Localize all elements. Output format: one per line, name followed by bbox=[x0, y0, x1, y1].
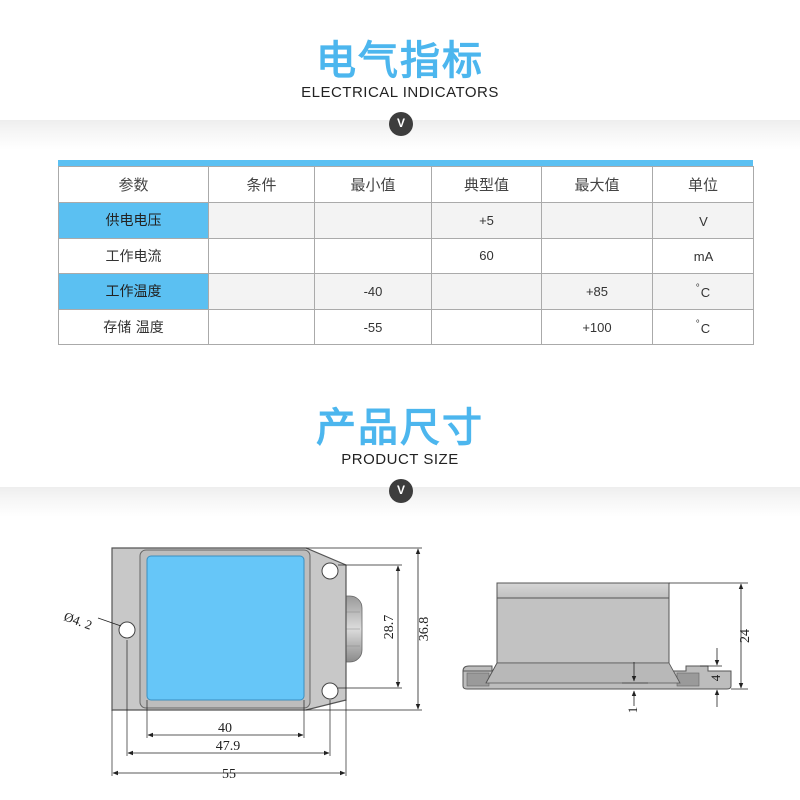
header-condition: 条件 bbox=[208, 166, 315, 203]
unit-cell: V bbox=[652, 202, 754, 239]
condition-cell bbox=[208, 273, 315, 310]
dim-24-label: 24 bbox=[738, 629, 753, 643]
dim-47-9-label: 47.9 bbox=[216, 739, 241, 754]
spec-table: 参数 条件 最小值 典型值 最大值 单位 供电电压 +5 V 工作电流 60 m… bbox=[58, 166, 754, 346]
dim-4-label: 4 bbox=[708, 674, 723, 681]
side-view: 24 4 1 bbox=[462, 582, 753, 714]
spec-table-container: 参数 条件 最小值 典型值 最大值 单位 供电电压 +5 V 工作电流 60 m… bbox=[58, 160, 754, 346]
param-cell: 工作电流 bbox=[58, 237, 209, 275]
top-view: Ø4. 2 40 47.9 55 28.7 36.8 bbox=[62, 547, 432, 782]
unit-text: V bbox=[699, 213, 708, 229]
min-cell: -40 bbox=[314, 273, 432, 310]
unit-text: C bbox=[700, 284, 711, 300]
min-cell: -55 bbox=[314, 308, 432, 346]
header-unit: 单位 bbox=[652, 166, 754, 203]
param-cell: 供电电压 bbox=[58, 202, 209, 239]
table-header-row: 参数 条件 最小值 典型值 最大值 单位 bbox=[58, 166, 754, 203]
dim-1-label: 1 bbox=[625, 707, 640, 714]
unit-text: mA bbox=[693, 249, 714, 265]
typ-cell: +5 bbox=[431, 202, 542, 239]
electrical-section-title: 电气指标 bbox=[316, 38, 484, 84]
max-cell: +100 bbox=[541, 308, 653, 346]
cable-gland-base bbox=[312, 599, 334, 659]
max-cell bbox=[541, 237, 653, 275]
cable-gland-nut bbox=[327, 595, 363, 663]
min-cell bbox=[314, 202, 432, 239]
mount-hole bbox=[321, 562, 339, 580]
typ-cell bbox=[431, 308, 542, 346]
degree-mark: ° bbox=[695, 282, 700, 294]
mount-hole bbox=[321, 682, 339, 700]
electrical-section-subtitle: ELECTRICAL INDICATORS bbox=[301, 84, 499, 101]
min-cell bbox=[314, 237, 432, 275]
typ-cell bbox=[431, 273, 542, 310]
product-section-subtitle: PRODUCT SIZE bbox=[341, 451, 459, 468]
chevron-down-icon[interactable]: V bbox=[389, 479, 413, 503]
table-row: 工作电流 60 mA bbox=[58, 237, 754, 275]
mount-hole bbox=[118, 621, 136, 639]
max-cell: +85 bbox=[541, 273, 653, 310]
table-row: 存储 温度 -55 +100 °C bbox=[58, 308, 754, 346]
product-section-title: 产品尺寸 bbox=[316, 405, 484, 451]
header-min: 最小值 bbox=[314, 166, 432, 203]
header-max: 最大值 bbox=[541, 166, 653, 203]
unit-cell: °C bbox=[652, 308, 754, 346]
blue-panel bbox=[146, 555, 305, 701]
dim-36-8-label: 36.8 bbox=[417, 617, 432, 642]
degree-mark: ° bbox=[695, 318, 700, 330]
unit-text: C bbox=[700, 320, 711, 336]
max-cell bbox=[541, 202, 653, 239]
dim-55-label: 55 bbox=[222, 767, 236, 782]
typ-cell: 60 bbox=[431, 237, 542, 275]
table-accent-bar bbox=[58, 160, 753, 166]
condition-cell bbox=[208, 237, 315, 275]
table-row: 工作温度 -40 +85 °C bbox=[58, 273, 754, 310]
housing-outline bbox=[111, 547, 347, 711]
param-cell: 存储 温度 bbox=[58, 308, 209, 346]
hole-diameter-label: Ø4. 2 bbox=[62, 609, 94, 633]
table-row: 供电电压 +5 V bbox=[58, 202, 754, 239]
dim-28-7-label: 28.7 bbox=[382, 615, 397, 640]
chevron-down-icon[interactable]: V bbox=[389, 112, 413, 136]
header-param: 参数 bbox=[58, 166, 209, 203]
side-lid bbox=[496, 582, 670, 599]
header-typ: 典型值 bbox=[431, 166, 542, 203]
housing-recess bbox=[139, 549, 311, 709]
unit-cell: °C bbox=[652, 273, 754, 310]
condition-cell bbox=[208, 308, 315, 346]
unit-cell: mA bbox=[652, 237, 754, 275]
side-body bbox=[496, 582, 670, 664]
condition-cell bbox=[208, 202, 315, 239]
dim-40-label: 40 bbox=[218, 721, 232, 736]
param-cell: 工作温度 bbox=[58, 273, 209, 310]
